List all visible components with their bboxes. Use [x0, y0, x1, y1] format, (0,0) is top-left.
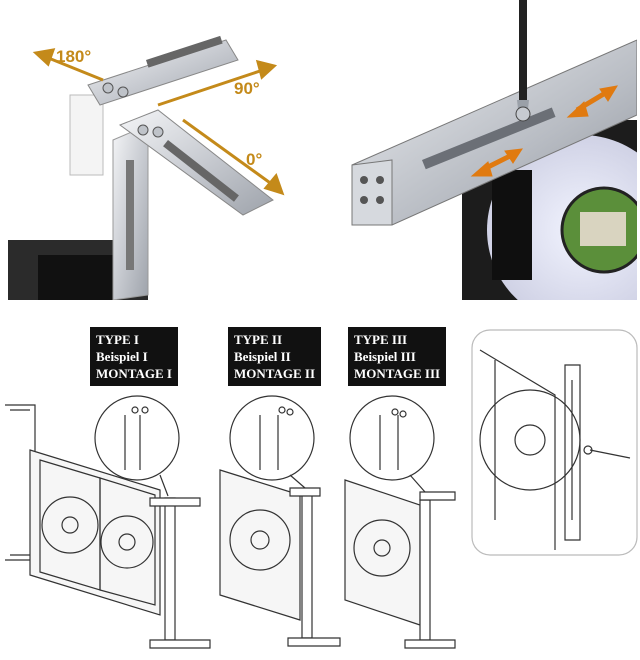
type-1-label: TYPE I Beispiel I MONTAGE I — [90, 327, 178, 386]
type-1-line3: MONTAGE I — [96, 366, 172, 381]
mounting-diagrams — [0, 320, 640, 660]
arrow-180 — [32, 48, 104, 82]
type-2-line2: Beispiel II — [234, 349, 291, 364]
type-2-drawing — [219, 395, 341, 647]
vertical-bracket — [69, 94, 104, 176]
upper-arm — [87, 39, 239, 106]
bracket-angle-photo: 180° 90° 0° — [8, 0, 308, 300]
angle-label-0: 0° — [246, 150, 262, 169]
orange-arrow-top — [566, 85, 618, 118]
type-3-drawing — [344, 395, 456, 649]
type-3-line2: Beispiel III — [354, 349, 416, 364]
arrow-0 — [182, 118, 285, 196]
installation-photo — [332, 0, 637, 300]
orange-arrow-bottom — [470, 148, 523, 177]
type-3-label: TYPE III Beispiel III MONTAGE III — [348, 327, 447, 386]
screwdriver — [519, 0, 527, 100]
type-2-line1: TYPE II — [234, 332, 283, 347]
detail-inset — [471, 329, 638, 556]
arrow-90 — [157, 59, 278, 107]
angle-label-90: 90° — [234, 79, 260, 98]
type-2-label: TYPE II Beispiel II MONTAGE II — [228, 327, 322, 386]
screw — [102, 82, 114, 94]
type-3-line1: TYPE III — [354, 332, 408, 347]
angle-label-180: 180° — [56, 47, 91, 66]
type-1-line2: Beispiel I — [96, 349, 148, 364]
type-3-line3: MONTAGE III — [354, 366, 441, 381]
type-2-line3: MONTAGE II — [234, 366, 316, 381]
type-1-drawing — [5, 395, 211, 649]
type-1-line1: TYPE I — [96, 332, 139, 347]
